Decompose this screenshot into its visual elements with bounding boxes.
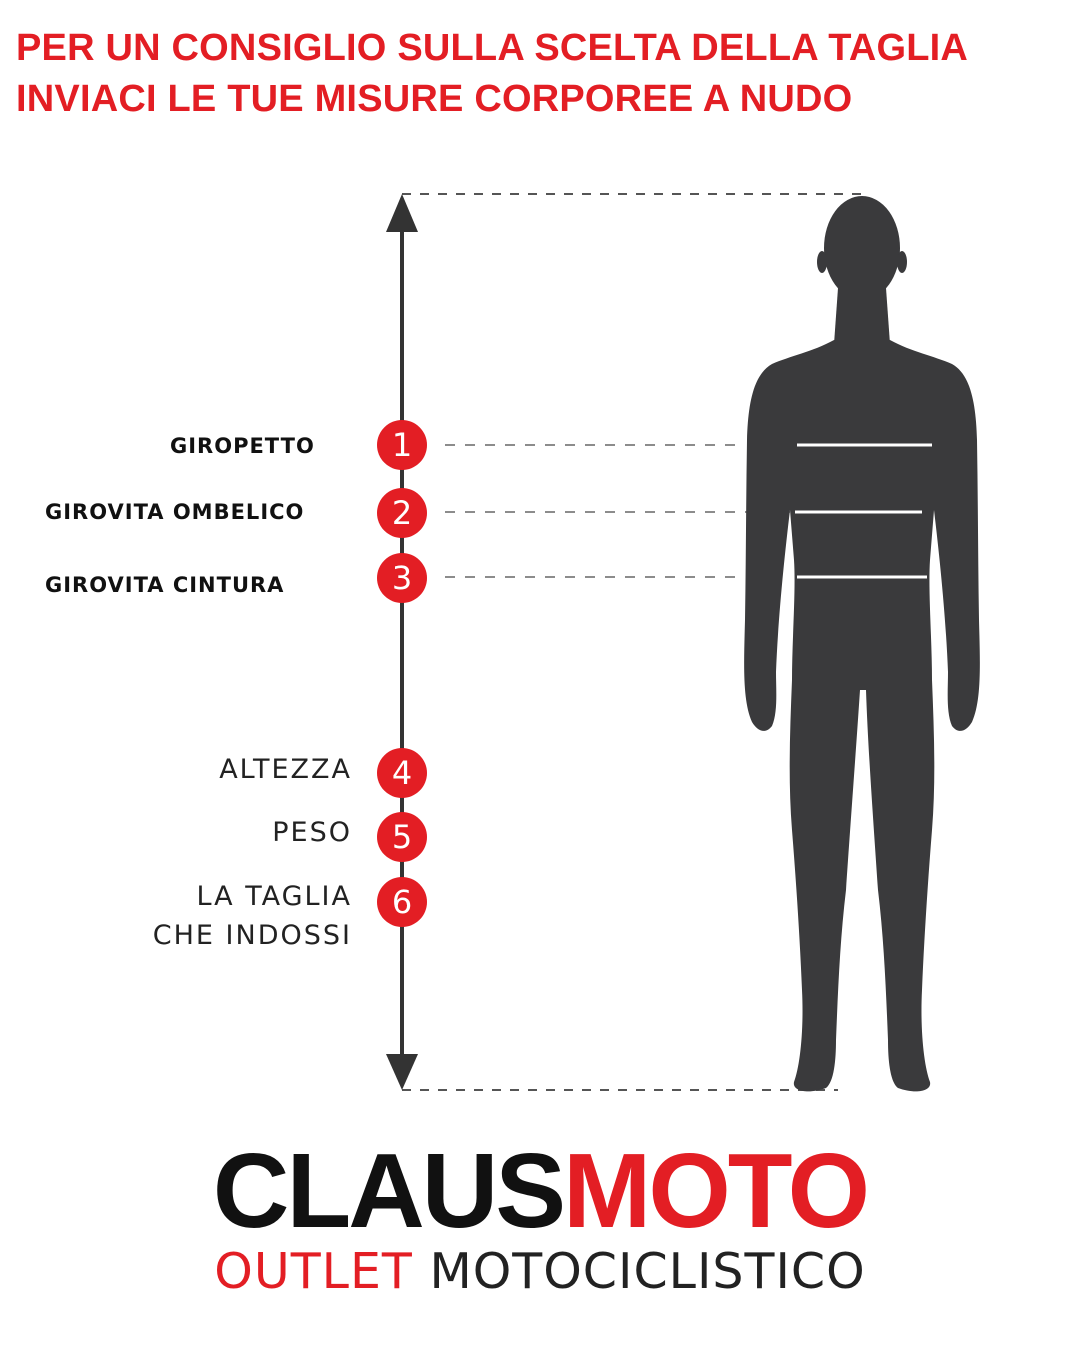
human-silhouette-icon (744, 196, 980, 1092)
label-altezza: ALTEZZA (219, 754, 352, 785)
label-taglia-line2: CHE INDOSSI (152, 920, 352, 951)
brand-logo: CLAUSMOTO (0, 1136, 1080, 1246)
header-line-2: INVIACI LE TUE MISURE CORPOREE A NUDO (16, 78, 853, 120)
badge-2: 2 (377, 488, 427, 538)
label-girovita-ombelico: GIROVITA OMBELICO (45, 500, 305, 524)
badge-3: 3 (377, 553, 427, 603)
brand-name-claus: CLAUS (212, 1132, 566, 1250)
brand-tagline-outlet: OUTLET (214, 1243, 413, 1300)
brand-tagline: OUTLET MOTOCICLISTICO (0, 1242, 1080, 1302)
badge-4: 4 (377, 748, 427, 798)
height-arrow-icon (386, 194, 418, 1090)
badge-5: 5 (377, 812, 427, 862)
brand-tagline-motociclistico: MOTOCICLISTICO (429, 1243, 866, 1300)
header-line-1: PER UN CONSIGLIO SULLA SCELTA DELLA TAGL… (16, 27, 969, 69)
label-girovita-cintura: GIROVITA CINTURA (45, 573, 285, 597)
badge-6: 6 (377, 877, 427, 927)
label-taglia-line1: LA TAGLIA (196, 881, 352, 912)
label-giropetto: GIROPETTO (170, 434, 315, 458)
diagram-graphics (386, 193, 980, 1092)
badge-1: 1 (377, 420, 427, 470)
size-guide-diagram: GIROPETTO GIROVITA OMBELICO GIROVITA CIN… (45, 193, 980, 1092)
brand-name-moto: MOTO (563, 1132, 870, 1250)
label-peso: PESO (272, 817, 352, 848)
